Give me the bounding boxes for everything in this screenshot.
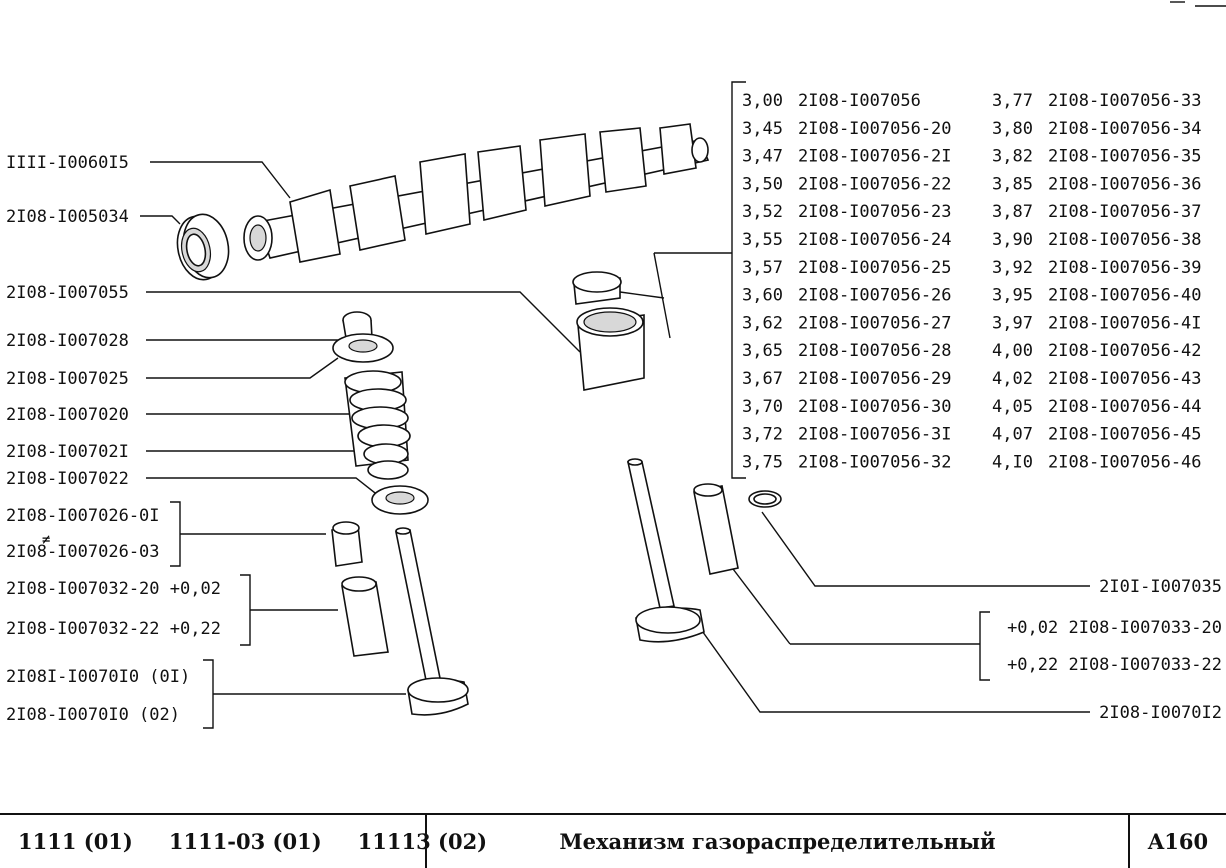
shim-part-number: 2I08-I007056-25 <box>798 258 952 278</box>
shim-part-number: 2I08-I007056-29 <box>798 369 952 389</box>
shim-size: 3,45 <box>742 119 783 139</box>
shim-size: 3,60 <box>742 286 783 306</box>
shim-size: 3,52 <box>742 202 783 222</box>
label-outer-spring: 2I08-I007020 <box>6 405 129 425</box>
shim-size: 3,50 <box>742 174 783 194</box>
label-guide-20: 2I08-I007032-20 +0,02 <box>6 579 221 599</box>
footer-bar: 1111 (01) 1111-03 (01) 11113 (02) Механи… <box>0 813 1226 868</box>
shim-part-number: 2I08-I007056-35 <box>1048 147 1202 167</box>
label-oil-seal: 2I08-I005034 <box>6 207 129 227</box>
label-cotter: 2I08-I007028 <box>6 331 129 351</box>
shim-size: 3,70 <box>742 397 783 417</box>
shim-part-number: 2I08-I007056-37 <box>1048 202 1202 222</box>
shim-size: 3,67 <box>742 369 783 389</box>
label-guide-ring: 2I0I-I007035 <box>1099 577 1222 597</box>
shim-part-number: 2I08-I007056-24 <box>798 230 952 250</box>
shim-size: 3,80 <box>992 119 1033 139</box>
label-exhaust-guide-22: +0,22 2I08-I007033-22 <box>1007 655 1222 675</box>
label-spring-plate: 2I08-I007025 <box>6 369 129 389</box>
shim-part-number: 2I08-I007056-43 <box>1048 369 1202 389</box>
shim-size: 4,07 <box>992 425 1033 445</box>
shim-part-number: 2I08-I007056-33 <box>1048 91 1202 111</box>
shim-size: 3,57 <box>742 258 783 278</box>
shim-size: 3,62 <box>742 313 783 333</box>
shim-part-number: 2I08-I007056-39 <box>1048 258 1202 278</box>
footer-divider <box>1128 815 1130 868</box>
model-2: 1111-03 (01) <box>168 829 322 854</box>
shim-part-number: 2I08-I007056-4I <box>1048 313 1202 333</box>
shim-size: 3,90 <box>992 230 1033 250</box>
model-3: 11113 (02) <box>357 829 488 854</box>
left-valve-assembly-drawing <box>331 311 469 716</box>
sheet-title: Механизм газораспределительный <box>559 829 996 854</box>
shim-part-number: 2I08-I007056-46 <box>1048 452 1202 472</box>
footer-divider <box>425 815 427 868</box>
shim-part-number: 2I08-I007056-26 <box>798 286 952 306</box>
sheet-code: A160 <box>1147 829 1209 854</box>
label-intake-valve-02: 2I08-I0070I0 (02) <box>6 705 180 725</box>
variant-mark: ≠ <box>42 532 50 548</box>
left-labels: IIII-I0060I5 2I08-I005034 2I08-I007055 2… <box>6 153 221 725</box>
shim-part-number: 2I08-I007056-34 <box>1048 119 1202 139</box>
label-inner-spring: 2I08-I00702I <box>6 442 129 462</box>
shim-part-number: 2I08-I007056-32 <box>798 452 952 472</box>
shim-part-number: 2I08-I007056-3I <box>798 425 952 445</box>
shim-size: 4,05 <box>992 397 1033 417</box>
parts-diagram: IIII-I0060I5 2I08-I005034 2I08-I007055 2… <box>6 1 1226 729</box>
shim-part-number: 2I08-I007056-36 <box>1048 174 1202 194</box>
tappet-drawing <box>572 271 665 391</box>
shim-part-number: 2I08-I007056-45 <box>1048 425 1202 445</box>
oil-seal-drawing <box>176 213 230 281</box>
shim-part-number: 2I08-I007056-40 <box>1048 286 1202 306</box>
shim-size: 3,95 <box>992 286 1033 306</box>
shim-size: 3,00 <box>742 91 783 111</box>
label-tappet: 2I08-I007055 <box>6 283 129 303</box>
model-1: 1111 (01) <box>18 829 133 854</box>
shim-size: 3,77 <box>992 91 1033 111</box>
label-guide-22: 2I08-I007032-22 +0,22 <box>6 619 221 639</box>
shim-size: 4,02 <box>992 369 1033 389</box>
label-valve-seal-03: 2I08-I007026-03 <box>6 542 160 562</box>
shim-part-number: 2I08-I007056-27 <box>798 313 952 333</box>
shim-size: 3,75 <box>742 452 783 472</box>
model-list: 1111 (01) 1111-03 (01) 11113 (02) <box>18 815 523 868</box>
camshaft-drawing <box>243 123 710 263</box>
shim-size: 3,97 <box>992 313 1033 333</box>
shim-part-number: 2I08-I007056-23 <box>798 202 952 222</box>
shim-size: 4,00 <box>992 341 1033 361</box>
label-valve-seal-01: 2I08-I007026-0I <box>6 506 160 526</box>
label-intake-valve-01: 2I08I-I0070I0 (0I) <box>6 667 190 687</box>
shim-part-number: 2I08-I007056-22 <box>798 174 952 194</box>
shim-size: 3,92 <box>992 258 1033 278</box>
label-spring-seat: 2I08-I007022 <box>6 469 129 489</box>
shim-part-number: 2I08-I007056-20 <box>798 119 952 139</box>
leader-lines <box>140 161 1090 713</box>
shim-size: 3,47 <box>742 147 783 167</box>
label-exhaust-guide-20: +0,02 2I08-I007033-20 <box>1007 618 1222 638</box>
shim-size: 3,65 <box>742 341 783 361</box>
shim-part-number: 2I08-I007056-30 <box>798 397 952 417</box>
label-exhaust-valve: 2I08-I0070I2 <box>1099 703 1222 723</box>
shim-size-table: 3,00 2I08-I007056 3,45 2I08-I007056-20 3,47 2… <box>742 91 1202 472</box>
label-camshaft: IIII-I0060I5 <box>6 153 129 173</box>
shim-size: 3,87 <box>992 202 1033 222</box>
shim-size: 3,72 <box>742 425 783 445</box>
shim-part-number: 2I08-I007056-2I <box>798 147 952 167</box>
right-labels: 2I0I-I007035 +0,02 2I08-I007033-20 +0,22… <box>1007 577 1222 723</box>
shim-part-number: 2I08-I007056-42 <box>1048 341 1202 361</box>
shim-size: 3,55 <box>742 230 783 250</box>
shim-part-number: 2I08-I007056-38 <box>1048 230 1202 250</box>
shim-part-number: 2I08-I007056-44 <box>1048 397 1202 417</box>
shim-part-number: 2I08-I007056 <box>798 91 921 111</box>
shim-size: 3,85 <box>992 174 1033 194</box>
shim-size: 4,I0 <box>992 452 1033 472</box>
right-valve-assembly-drawing <box>627 458 782 643</box>
shim-size: 3,82 <box>992 147 1033 167</box>
shim-part-number: 2I08-I007056-28 <box>798 341 952 361</box>
